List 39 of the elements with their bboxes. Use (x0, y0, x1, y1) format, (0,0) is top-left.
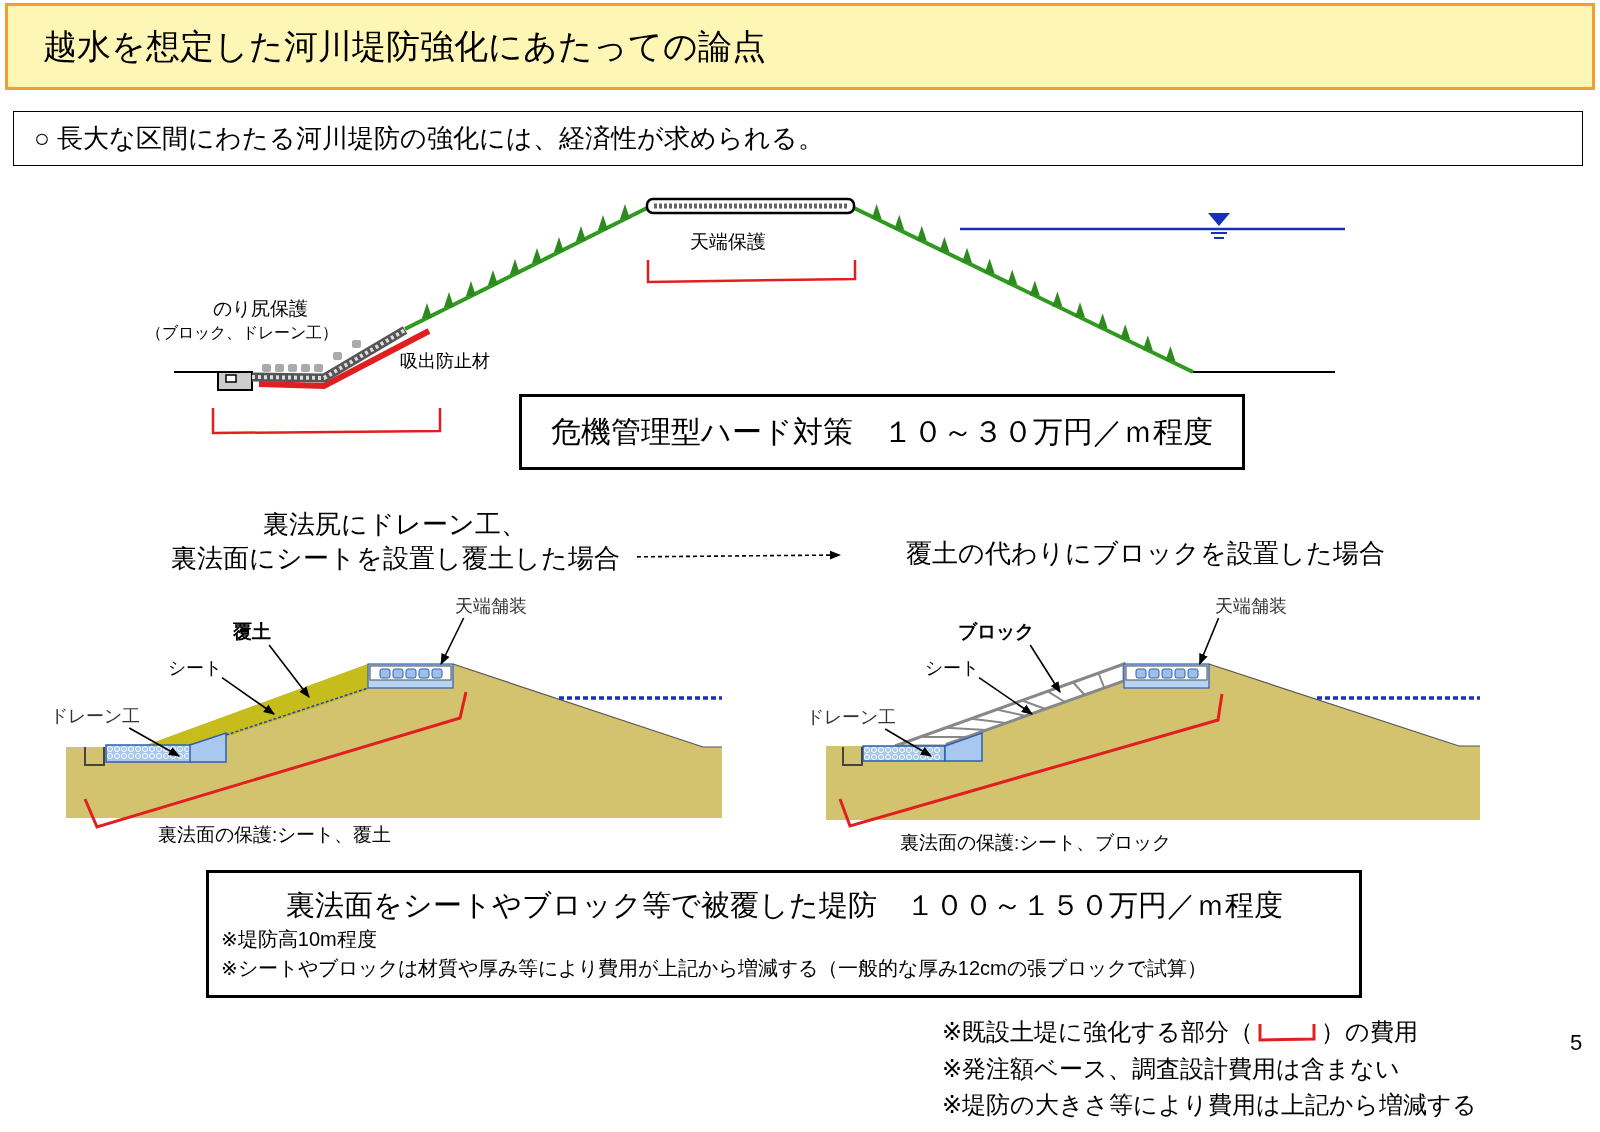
part-label: 天端保護 (690, 230, 766, 254)
page-number: 5 (1570, 1030, 1583, 1056)
callout-label: シート (168, 656, 222, 680)
pavement-block (367, 663, 454, 689)
arrow (440, 617, 465, 665)
caption-text: 裏法面の保護:シート、ブロック (900, 831, 1172, 855)
note-text: ※シートやブロックは材質や厚み等により費用が上記から増減する（一般的な厚み12cmの張ブロックで試算） (221, 956, 1208, 981)
callout-label: 天端舗装 (455, 594, 527, 618)
leader-line (128, 727, 180, 757)
callout-label: ドレーン工 (50, 704, 140, 728)
callout-label: ブロック (958, 619, 1034, 645)
cost-heading: 裏法面をシートやブロック等で被覆した堤防 １００～１５０万円／ｍ程度 (284, 888, 1284, 923)
callout-label: 天端舗装 (1215, 594, 1287, 618)
note-text: ）の費用 (1321, 1017, 1419, 1047)
note-text: ※発注額ベース、調査設計費用は含まない (942, 1054, 1401, 1084)
leader-line (978, 676, 1033, 715)
cost-box (206, 870, 1362, 998)
caption-text: 裏法面の保護:シート、覆土 (158, 823, 392, 847)
note-text: ※堤防高10m程度 (221, 927, 378, 952)
arrow (1198, 617, 1220, 666)
case-caption: 覆土の代わりにブロックを設置した場合 (895, 533, 1395, 573)
part-label: のり尻保護 (213, 297, 308, 321)
leader-line (884, 728, 932, 757)
callout-label: シート (925, 656, 979, 680)
summary-box: ○ 長大な区間にわたる河川堤防の強化には、経済性が求められる。 (13, 111, 1583, 166)
callout-label: ドレーン工 (806, 705, 896, 729)
part-label: 吸出防止材 (400, 350, 490, 373)
leader-line (221, 676, 275, 715)
note-text: ※既設土堤に強化する部分（ (942, 1017, 1254, 1047)
arrow (636, 550, 842, 560)
pavement-block (1123, 663, 1210, 689)
leader-line (268, 644, 310, 698)
callout-label: 覆土 (233, 619, 271, 645)
title-banner: 越水を想定した河川堤防強化にあたっての論点 (5, 3, 1595, 90)
leader-line (1029, 644, 1061, 693)
part-label: （ブロック、ドレーン工） (146, 323, 338, 343)
case-caption: 裏法尻にドレーン工、裏法面にシートを設置し覆土した場合 (165, 505, 625, 577)
cost-box: 危機管理型ハード対策 １０～３０万円／ｍ程度 (519, 394, 1245, 470)
note-text: ※堤防の大きさ等により費用は上記から増減する (942, 1090, 1478, 1120)
